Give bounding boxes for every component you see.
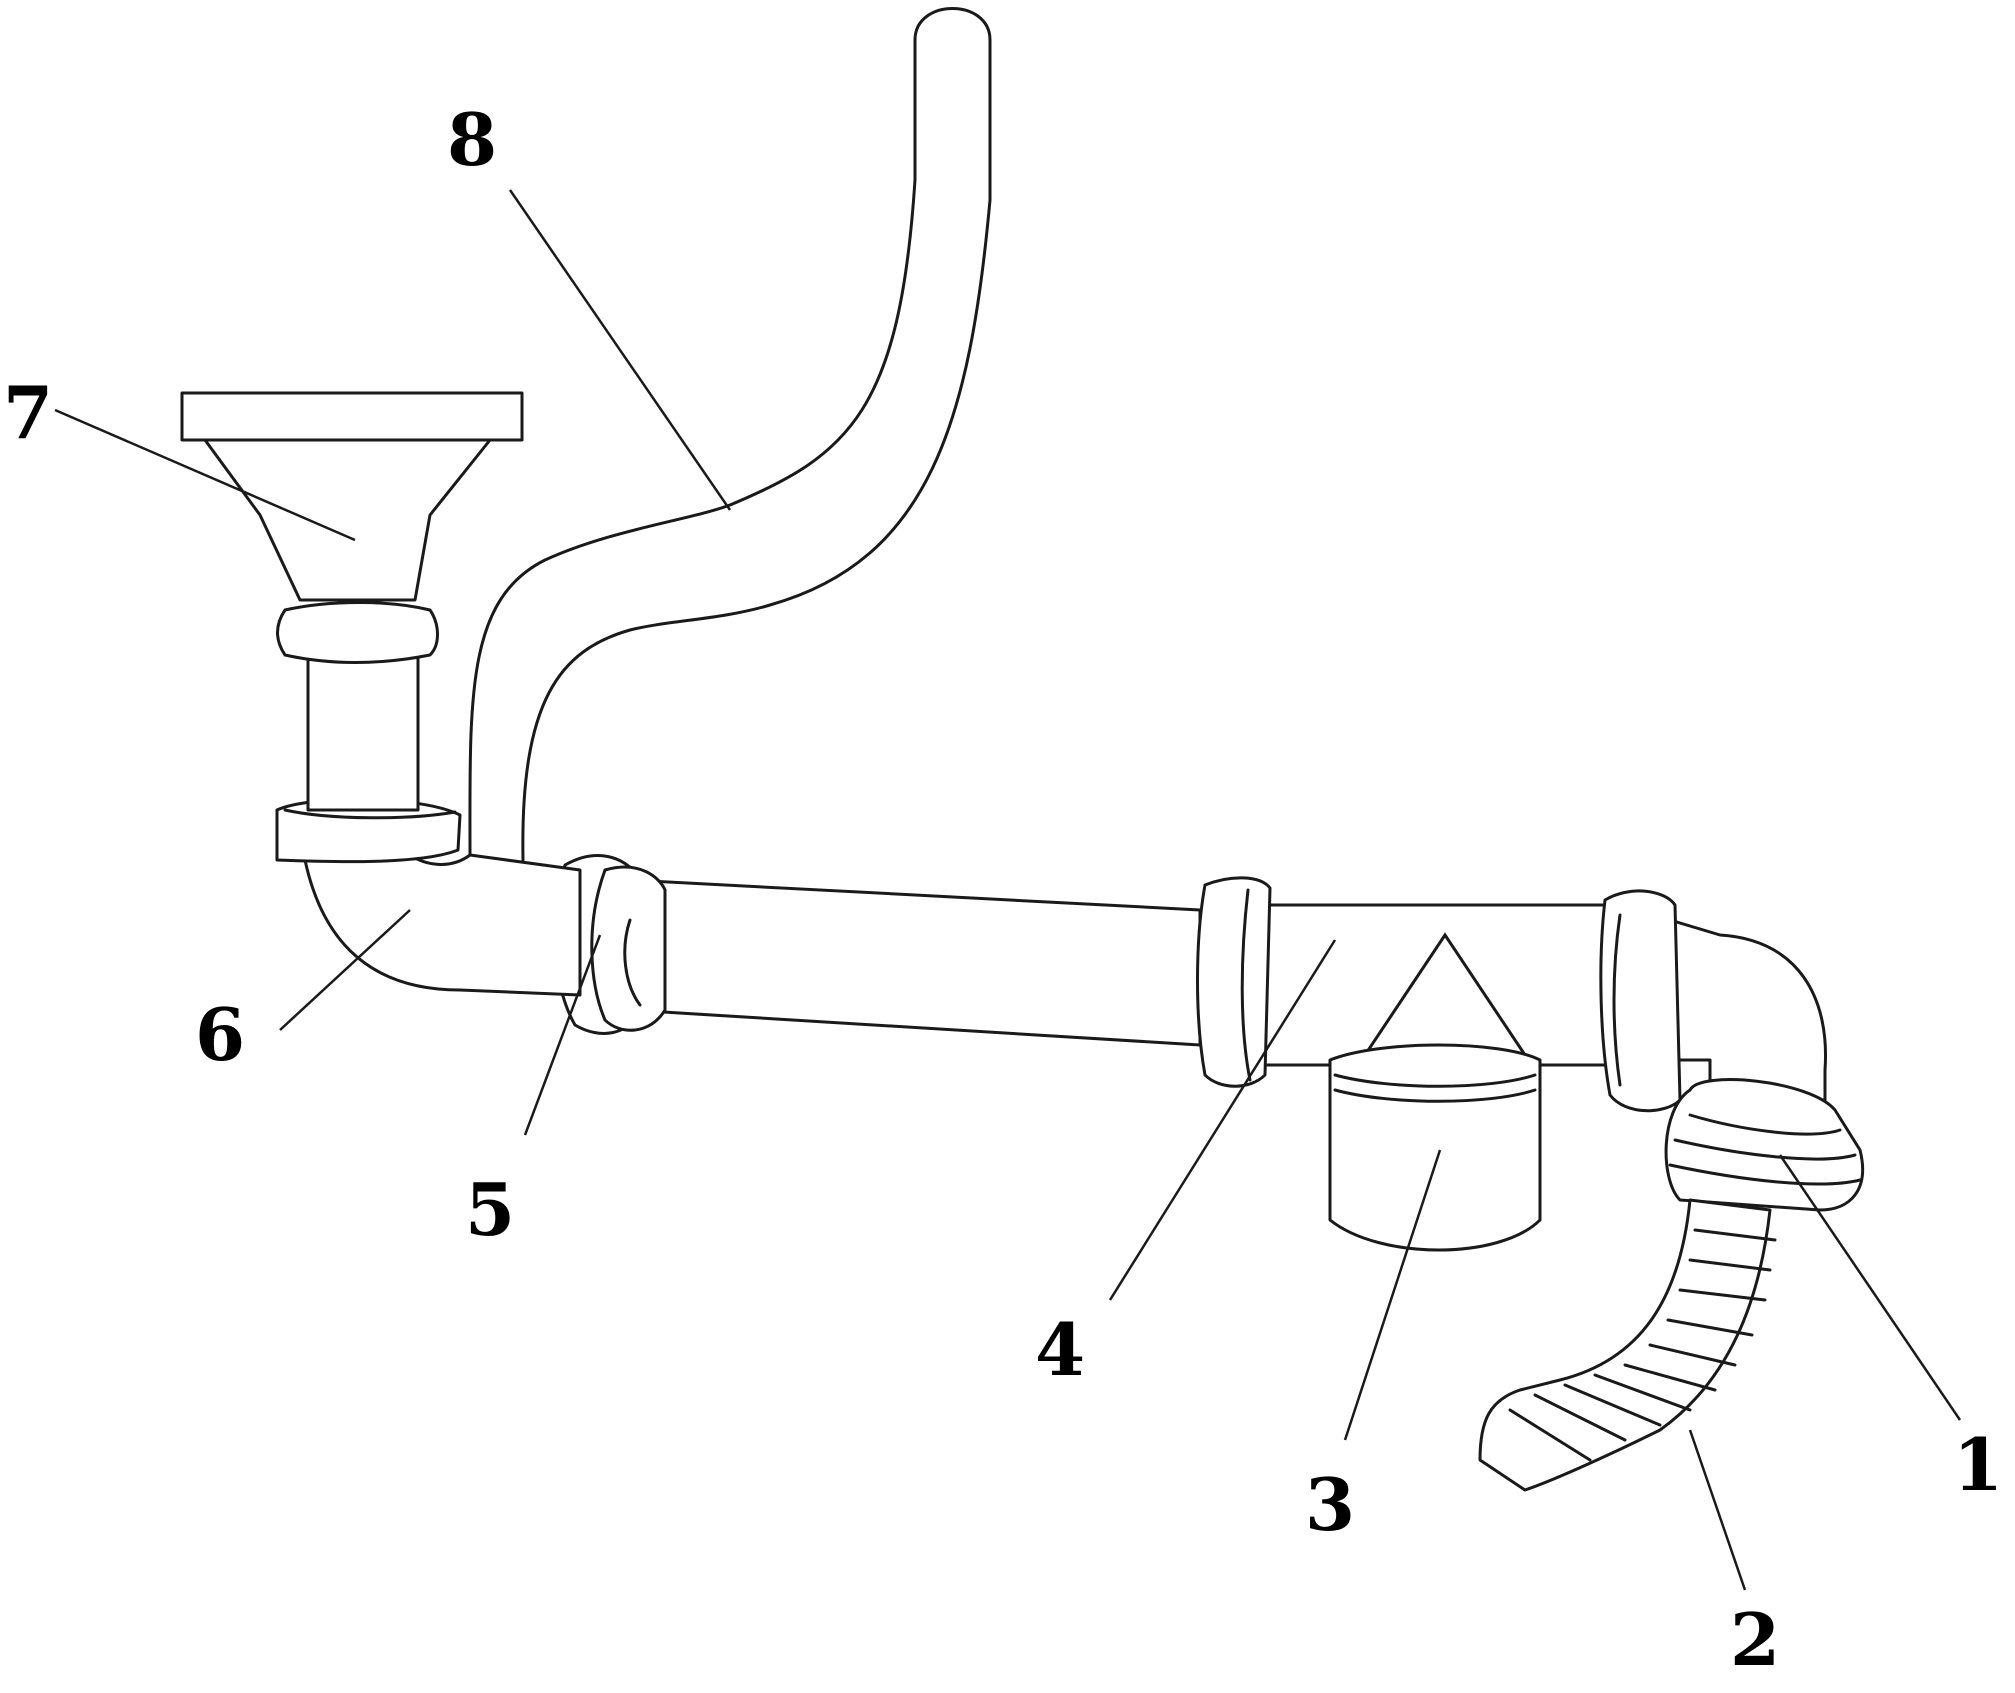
leader-line-6 — [279, 909, 411, 1031]
part-1-threaded-coupling — [1664, 1078, 1865, 1212]
tee-right-ring — [1599, 889, 1682, 1113]
part-8-riser-pipe — [468, 7, 992, 892]
part-6-elbow — [275, 797, 582, 997]
leader-line-4 — [1108, 939, 1337, 1301]
funnel-stem — [276, 601, 439, 812]
leader-line-3 — [1343, 1149, 1442, 1441]
leader-line-5 — [523, 934, 602, 1136]
callout-labels: 1 2 3 4 5 6 7 8 — [3, 97, 2003, 1682]
callout-4: 4 — [1035, 1307, 1085, 1392]
part-4-main-pipe — [628, 878, 1828, 1102]
callout-5: 5 — [465, 1167, 515, 1252]
callout-8: 8 — [447, 97, 497, 182]
leader-line-8 — [508, 189, 732, 511]
callout-3: 3 — [1305, 1462, 1355, 1547]
leader-line-2 — [1688, 1429, 1747, 1591]
callout-6: 6 — [195, 992, 245, 1077]
leader-lines — [54, 189, 1962, 1591]
callout-1: 1 — [1953, 1422, 2003, 1507]
leader-line-1 — [1778, 1154, 1962, 1421]
leader-line-7 — [54, 408, 356, 542]
callout-2: 2 — [1730, 1597, 1780, 1682]
part-3-cup — [1328, 932, 1542, 1252]
callout-7: 7 — [3, 370, 53, 455]
part-7-funnel — [180, 391, 524, 602]
part-2-corrugated-hose — [1478, 1198, 1777, 1492]
tee-left-ring — [1196, 876, 1272, 1088]
